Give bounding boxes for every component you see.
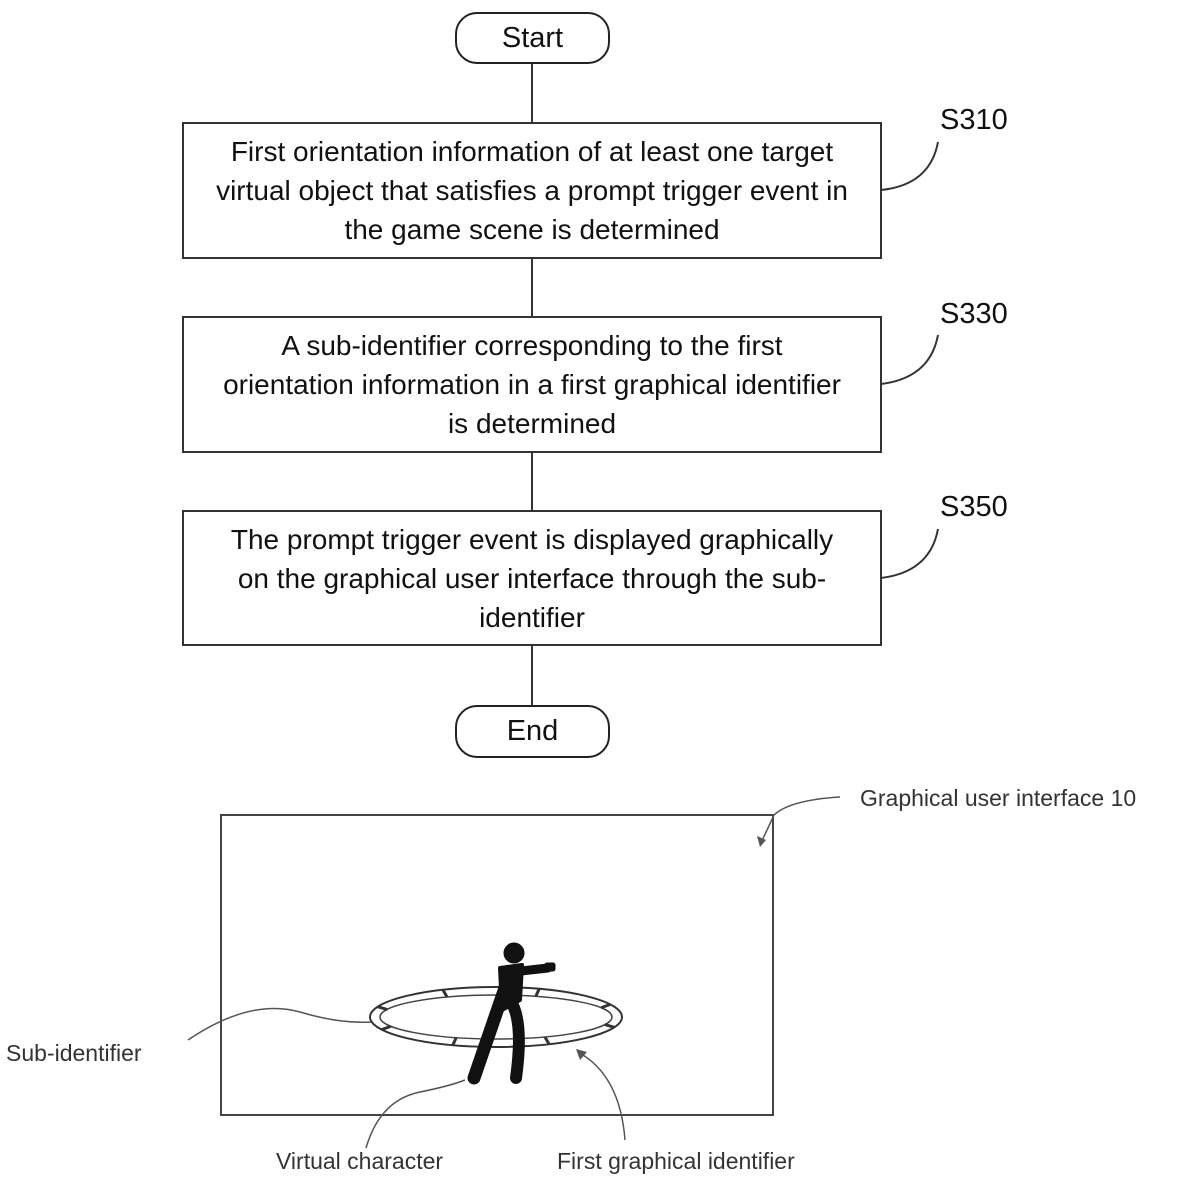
leader-s350	[880, 528, 939, 579]
end-label: End	[506, 715, 559, 747]
step-text-s350: The prompt trigger event is displayed gr…	[230, 523, 834, 633]
leader-first-identifier	[577, 1051, 626, 1141]
gui-callout-label: Graphical user interface 10	[860, 785, 1137, 811]
start-terminal: Start	[455, 12, 610, 64]
step-id-s350: S350	[940, 491, 1008, 523]
virtual-character-callout-label: Virtual character	[276, 1148, 444, 1174]
end-terminal: End	[455, 705, 610, 758]
leader-s310	[880, 141, 939, 191]
step-text-s310: First orientation information of at leas…	[216, 136, 848, 245]
arrowhead-gui	[757, 836, 766, 847]
virtual-character-figure	[467, 942, 556, 1085]
step-box-s330: A sub-identifier corresponding to the fi…	[182, 316, 882, 453]
step-box-s310: First orientation information of at leas…	[182, 122, 882, 259]
first-graphical-identifier-callout-label: First graphical identifier	[557, 1148, 795, 1174]
sub-identifier-segment	[604, 1023, 615, 1029]
arrowhead-first-identifier	[576, 1049, 587, 1060]
leader-sub-identifier	[187, 1007, 373, 1041]
sub-identifier-segment	[600, 1002, 611, 1010]
sub-identifier-segment	[441, 989, 449, 998]
leader-s330	[880, 334, 939, 385]
step-id-s330: S330	[940, 298, 1008, 330]
sub-identifier-segment	[377, 1005, 388, 1011]
sub-identifier-segment	[534, 988, 541, 997]
step-text-s330: A sub-identifier corresponding to the fi…	[223, 330, 841, 439]
sub-identifier-segment	[451, 1037, 458, 1046]
sub-identifier-callout-label: Sub-identifier	[6, 1040, 142, 1066]
sub-identifier-segment	[381, 1024, 392, 1032]
step-box-s350: The prompt trigger event is displayed gr…	[182, 510, 882, 646]
leader-virtual-character	[365, 1079, 466, 1149]
sub-identifier-segment	[543, 1036, 551, 1045]
leader-gui	[773, 796, 841, 816]
gui-frame	[220, 814, 774, 1116]
start-label: Start	[501, 21, 564, 54]
step-id-s310: S310	[940, 104, 1008, 136]
